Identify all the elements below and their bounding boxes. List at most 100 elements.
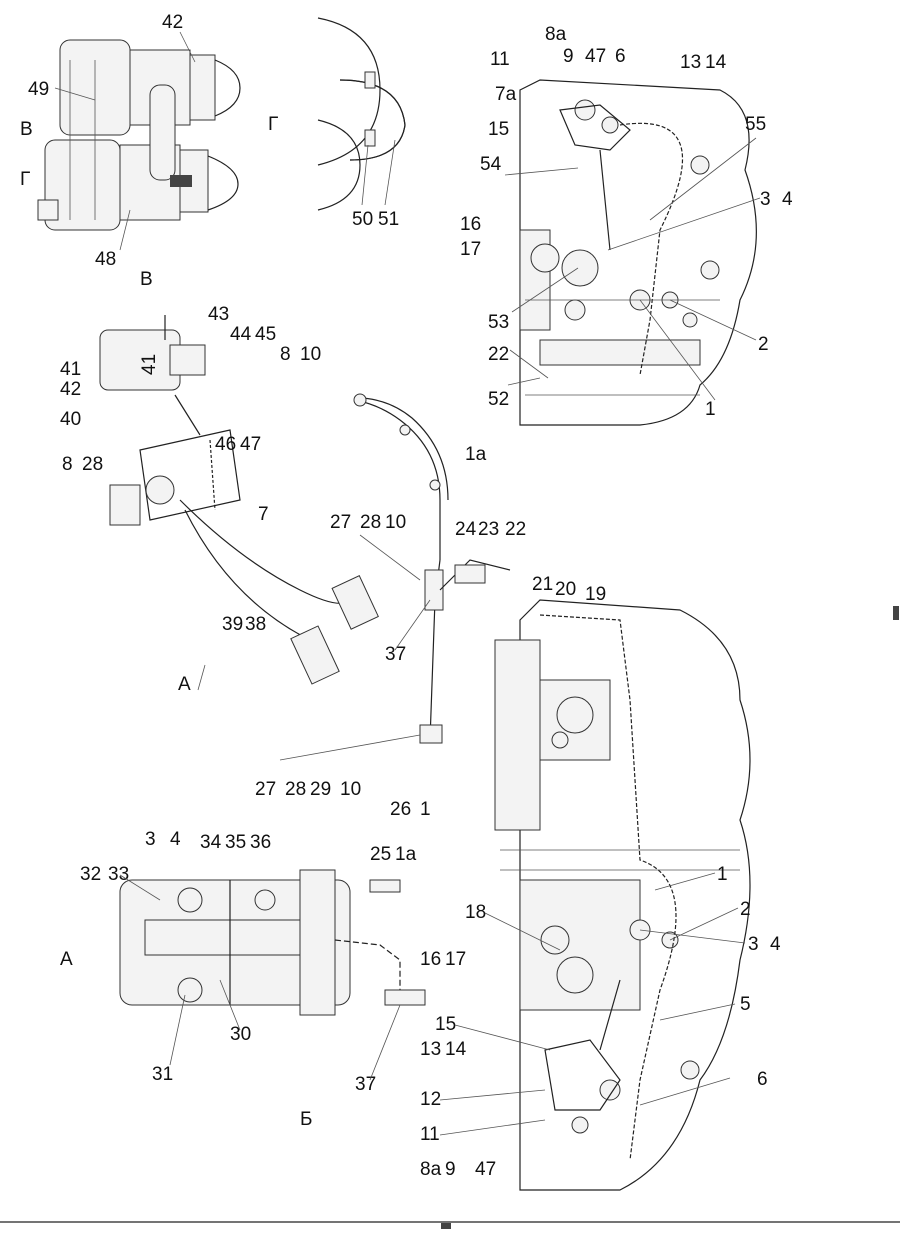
callout-42-top: 42 (162, 12, 183, 33)
callout-8-pedal: 8 (62, 454, 73, 475)
view-label-b1: Б (300, 1109, 312, 1130)
callout-55: 55 (745, 114, 766, 135)
callout-1-bottom: 1 (420, 799, 431, 820)
callout-23: 23 (478, 519, 499, 540)
callout-43: 43 (208, 304, 229, 325)
bottom-mark (441, 1223, 451, 1229)
callout-8-pedal2: 8 (280, 344, 291, 365)
callout-3-right: 3 (748, 934, 759, 955)
callout-18: 18 (465, 902, 486, 923)
callout-8a-left: 8а (420, 1159, 442, 1180)
callout-33: 33 (108, 864, 129, 885)
callout-47-top: 47 (585, 46, 606, 67)
callout-28-bottom: 28 (285, 779, 306, 800)
view-a-master-cylinder (119, 869, 426, 1016)
callout-15-top: 15 (488, 119, 509, 140)
callout-17-top: 17 (460, 239, 481, 260)
callout-12-left: 12 (420, 1089, 441, 1110)
callout-9-top: 9 (563, 46, 574, 67)
callout-44: 44 (230, 324, 252, 345)
callout-31: 31 (152, 1064, 173, 1085)
callout-2-top: 2 (758, 334, 769, 355)
callout-40: 40 (60, 409, 81, 430)
callout-19: 19 (585, 584, 606, 605)
connecting-tube (419, 559, 511, 744)
callout-26: 26 (390, 799, 411, 820)
callout-37-mid: 37 (385, 644, 406, 665)
callout-4-a: 4 (170, 829, 181, 850)
top-right-housing (519, 79, 757, 426)
callout-7: 7 (258, 504, 269, 525)
callout-51: 51 (378, 209, 399, 230)
callout-15-left: 15 (435, 1014, 456, 1035)
callout-46: 46 (215, 434, 236, 455)
bottom-right-housing (494, 599, 751, 1191)
callout-3-a: 3 (145, 829, 156, 850)
callout-6-top: 6 (615, 46, 626, 67)
callout-27-top: 27 (330, 512, 351, 533)
callout-41: 41 (139, 354, 160, 375)
callout-27-bottom: 27 (255, 779, 276, 800)
callout-45: 45 (255, 324, 276, 345)
callout-1a-pedal: 1а (465, 444, 487, 465)
callout-4-right: 4 (770, 934, 781, 955)
callout-9-left: 9 (445, 1159, 456, 1180)
callout-10-top: 10 (385, 512, 406, 533)
view-label-g2: Г (268, 114, 278, 135)
callout-6-right: 6 (757, 1069, 768, 1090)
callout-42-p: 42 (60, 379, 81, 400)
callout-2-right: 2 (740, 899, 751, 920)
callout-8a-top: 8а (545, 24, 567, 45)
callout-5: 5 (740, 994, 751, 1015)
view-g-hose (317, 17, 406, 211)
callout-54: 54 (480, 154, 502, 175)
callout-50: 50 (352, 209, 373, 230)
callout-17-left: 17 (445, 949, 466, 970)
callout-1-top: 1 (705, 399, 716, 420)
callout-1a-a: 1а (395, 844, 417, 865)
callout-22-mid: 22 (505, 519, 526, 540)
callout-11-top: 11 (490, 49, 510, 70)
callout-37-left: 37 (355, 1074, 376, 1095)
callout-14-top: 14 (705, 52, 727, 73)
view-label-a1: А (60, 949, 73, 970)
callout-28-top: 28 (360, 512, 381, 533)
callout-48: 48 (95, 249, 116, 270)
callout-22-right: 22 (488, 344, 509, 365)
callout-13-top: 13 (680, 52, 701, 73)
callout-47-pedal: 47 (240, 434, 261, 455)
callout-21: 21 (532, 574, 553, 595)
callout-28-pedal: 28 (82, 454, 103, 475)
callout-41-h: 41 (60, 359, 81, 380)
right-mark (893, 606, 899, 620)
callout-53: 53 (488, 312, 509, 333)
callout-47-left: 47 (475, 1159, 496, 1180)
callout-25: 25 (370, 844, 391, 865)
callout-10-pedal: 10 (300, 344, 321, 365)
view-label-v2: В (140, 269, 153, 290)
view-label-g1: Г (20, 169, 30, 190)
callout-16-left: 16 (420, 949, 441, 970)
callout-4-top: 4 (782, 189, 793, 210)
callout-39: 39 (222, 614, 243, 635)
callout-34: 34 (200, 832, 222, 853)
callout-52: 52 (488, 389, 509, 410)
callout-3-top: 3 (760, 189, 771, 210)
callout-10-bottom: 10 (340, 779, 361, 800)
callout-38: 38 (245, 614, 266, 635)
callout-16-top: 16 (460, 214, 481, 235)
callout-13-left: 13 (420, 1039, 441, 1060)
view-label-v1: В (20, 119, 33, 140)
callout-14-left: 14 (445, 1039, 467, 1060)
callout-7a: 7а (495, 84, 517, 105)
callout-29: 29 (310, 779, 331, 800)
callout-49: 49 (28, 79, 49, 100)
pedal-assembly (99, 315, 449, 685)
callout-36: 36 (250, 832, 271, 853)
callout-32: 32 (80, 864, 101, 885)
callout-35: 35 (225, 832, 246, 853)
callout-24: 24 (455, 519, 477, 540)
view-v-reservoirs (37, 39, 241, 231)
callout-30: 30 (230, 1024, 251, 1045)
